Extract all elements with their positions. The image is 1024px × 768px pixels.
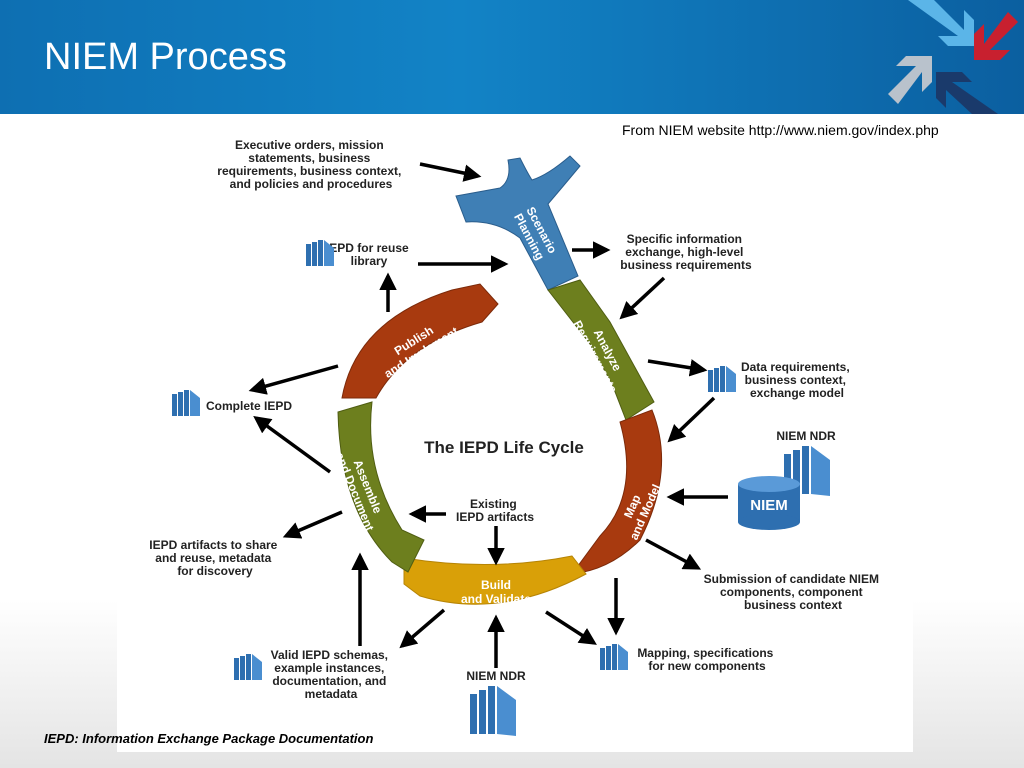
center-title: The IEPD Life Cycle bbox=[424, 438, 584, 457]
label-iepd-reuse-library: IEPD for reuse library bbox=[326, 241, 412, 268]
source-note: From NIEM website http://www.niem.gov/in… bbox=[622, 122, 939, 138]
niem-logo bbox=[888, 0, 1018, 114]
niem-database-icon: NIEM bbox=[738, 476, 800, 530]
phase-build-and-validate: Build and Validate bbox=[403, 555, 587, 606]
logo-arrow-bottom-right bbox=[936, 72, 998, 114]
arrow-map-to-submission bbox=[645, 538, 702, 570]
arrow-build-to-mapping bbox=[545, 610, 597, 645]
logo-arrow-top-right bbox=[974, 12, 1018, 60]
arrow-publish-to-complete bbox=[248, 364, 339, 395]
arrow-specific-to-analyze bbox=[619, 276, 666, 320]
slide-title: NIEM Process bbox=[44, 36, 287, 78]
arrow-analyze-to-data bbox=[647, 359, 708, 377]
niem-ndr-stack-icon-right bbox=[784, 446, 830, 496]
arrow-assemble-to-share bbox=[282, 510, 343, 539]
document-stack-icon-reuse bbox=[306, 240, 334, 266]
logo-arrow-top-left bbox=[908, 0, 974, 46]
document-stack-icon-valid bbox=[234, 654, 262, 680]
label-complete-iepd: Complete IEPD bbox=[206, 399, 292, 413]
phase-publish-and-implement: Publishand Implement bbox=[341, 283, 499, 399]
arrow-build-to-valid bbox=[399, 608, 446, 649]
label-executive-orders: Executive orders, mission statements, bu… bbox=[217, 138, 404, 191]
arrow-executive-to-scenario bbox=[419, 162, 482, 182]
logo-arrow-bottom-left bbox=[888, 56, 932, 104]
header-bar: NIEM Process bbox=[0, 0, 1024, 114]
label-mapping-specifications: Mapping, specifications for new componen… bbox=[637, 646, 776, 673]
niem-ndr-stack-icon-bottom bbox=[470, 686, 516, 736]
niem-database-label: NIEM bbox=[750, 497, 788, 514]
label-niem-ndr-right: NIEM NDR bbox=[776, 429, 836, 443]
label-existing-artifacts: Existing IEPD artifacts bbox=[456, 497, 534, 524]
label-valid-iepd-schemas: Valid IEPD schemas, example instances, d… bbox=[271, 648, 392, 701]
arrow-assemble-to-complete bbox=[253, 415, 332, 474]
document-stack-icon-data bbox=[708, 366, 736, 392]
label-niem-ndr-bottom: NIEM NDR bbox=[466, 669, 526, 683]
footnote: IEPD: Information Exchange Package Docum… bbox=[44, 731, 374, 746]
phase-build-line2: and Validate bbox=[461, 592, 531, 606]
document-stack-icon-complete bbox=[172, 390, 200, 416]
phase-map-and-model: Mapand Model bbox=[570, 409, 664, 575]
diagram-arrows bbox=[248, 162, 728, 668]
label-submission: Submission of candidate NIEM components,… bbox=[704, 572, 883, 612]
document-stack-icon-mapping bbox=[600, 644, 628, 670]
phase-assemble-and-document: Assembleand Document bbox=[333, 401, 425, 573]
phase-build-line1: Build bbox=[481, 578, 511, 592]
label-data-requirements: Data requirements, business context, exc… bbox=[741, 360, 853, 400]
arrow-data-to-map bbox=[667, 396, 716, 443]
label-artifacts-to-share: IEPD artifacts to share and reuse, metad… bbox=[149, 538, 280, 578]
label-specific-information: Specific information exchange, high-leve… bbox=[620, 232, 752, 272]
